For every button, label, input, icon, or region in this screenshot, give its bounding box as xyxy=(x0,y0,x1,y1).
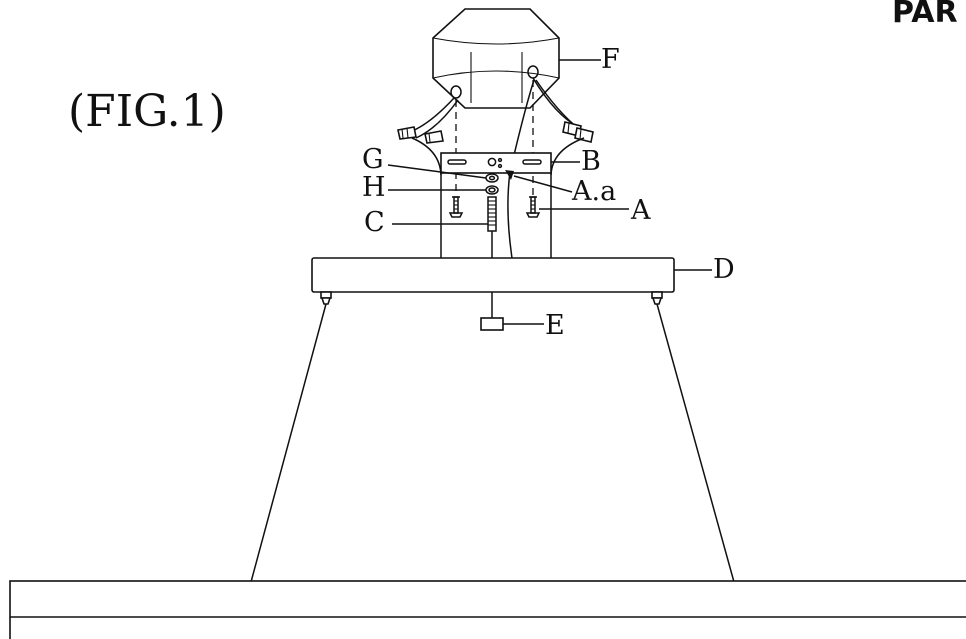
light-fixture-body xyxy=(9,580,966,639)
nut-g xyxy=(485,173,499,183)
driver-box-e xyxy=(480,317,504,331)
mounting-screw-a xyxy=(525,196,541,218)
threaded-rod-c xyxy=(487,196,497,258)
label-g: G xyxy=(362,144,384,175)
cable-ferrule-right xyxy=(651,291,663,305)
label-a: A xyxy=(630,195,651,226)
wire-connector-icon xyxy=(397,121,594,144)
label-f: F xyxy=(601,44,620,75)
label-b: B xyxy=(581,146,601,177)
mounting-screw-left xyxy=(448,196,464,218)
suspension-cable-right xyxy=(656,303,735,583)
cable-ferrule-left xyxy=(320,291,332,305)
suspension-cable-left xyxy=(250,303,327,583)
ground-wire xyxy=(507,171,513,259)
canopy-d xyxy=(311,257,675,293)
label-e: E xyxy=(545,310,565,341)
label-c: C xyxy=(364,207,385,238)
figure-caption: (FIG.1) xyxy=(68,86,226,137)
label-d: D xyxy=(713,254,735,285)
junction-box-f xyxy=(432,8,560,109)
label-aa: A.a xyxy=(571,176,616,207)
mounting-bracket-b xyxy=(440,152,552,174)
leader-lines xyxy=(387,59,712,325)
label-h: H xyxy=(362,172,386,203)
washer-h xyxy=(485,185,499,195)
brand-text: PAR xyxy=(892,0,958,30)
